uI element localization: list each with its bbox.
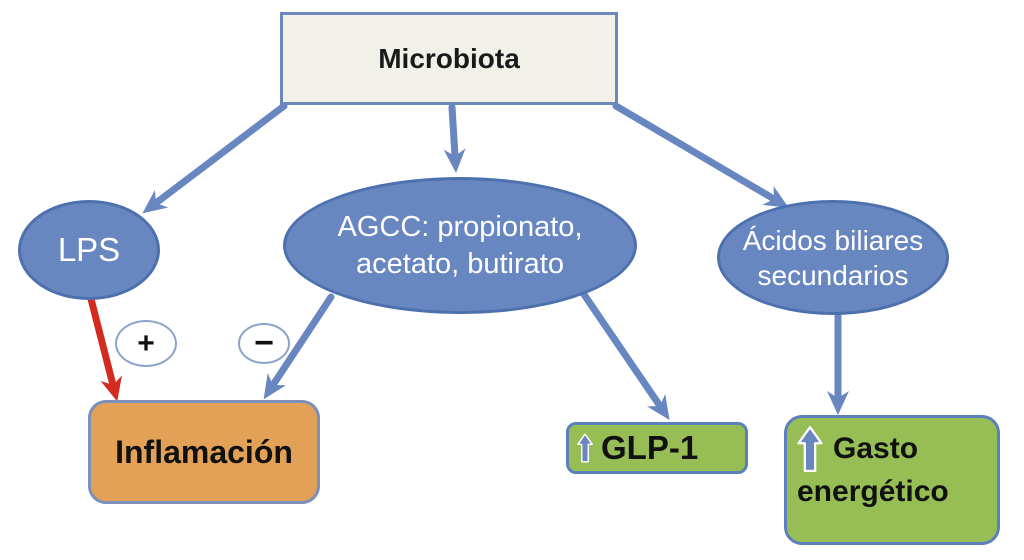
glp1-label: GLP-1: [601, 429, 699, 466]
energy-expenditure-label-line2: energético: [797, 475, 949, 508]
secondary-bile-acids-node: Ácidos biliares secundarios: [717, 200, 949, 315]
agcc-node: AGCC: propionato, acetato, butirato: [283, 177, 637, 314]
arrow-microbiota-to-lps: [142, 102, 288, 214]
minus-sign-label: −: [254, 324, 274, 362]
plus-sign-label: +: [137, 326, 155, 360]
inflammation-label: Inflamación: [115, 433, 293, 470]
bile-acids-label-line2: secundarios: [757, 259, 909, 291]
arrow-microbiota-to-agcc: [443, 103, 466, 173]
energy-expenditure-content: Gasto energético: [797, 426, 949, 513]
energy-expenditure-label-line1: Gasto: [833, 431, 919, 465]
inflammation-node: Inflamación: [88, 400, 320, 504]
agcc-label-line1: AGCC: propionato,: [337, 211, 583, 244]
arrow-microbiota-to-bile-acids: [612, 102, 789, 208]
lps-label: LPS: [57, 231, 121, 269]
energy-expenditure-node: Gasto energético: [784, 415, 1000, 545]
bile-acids-label-line1: Ácidos biliares: [742, 224, 924, 256]
microbiota-node: Microbiota: [280, 12, 618, 105]
arrow-lps-to-inflammation: [87, 295, 122, 402]
minus-sign-badge: −: [238, 323, 290, 364]
agcc-label-line2: acetato, butirato: [356, 247, 564, 280]
arrow-agcc-to-inflammation: [263, 293, 335, 400]
increase-arrow-icon: [577, 433, 593, 463]
plus-sign-badge: +: [115, 320, 177, 367]
increase-arrow-icon: [797, 426, 823, 472]
arrow-agcc-to-glp1: [579, 289, 670, 421]
lps-node: LPS: [18, 200, 160, 300]
glp1-node: GLP-1: [566, 422, 748, 474]
microbiota-label: Microbiota: [378, 42, 520, 74]
